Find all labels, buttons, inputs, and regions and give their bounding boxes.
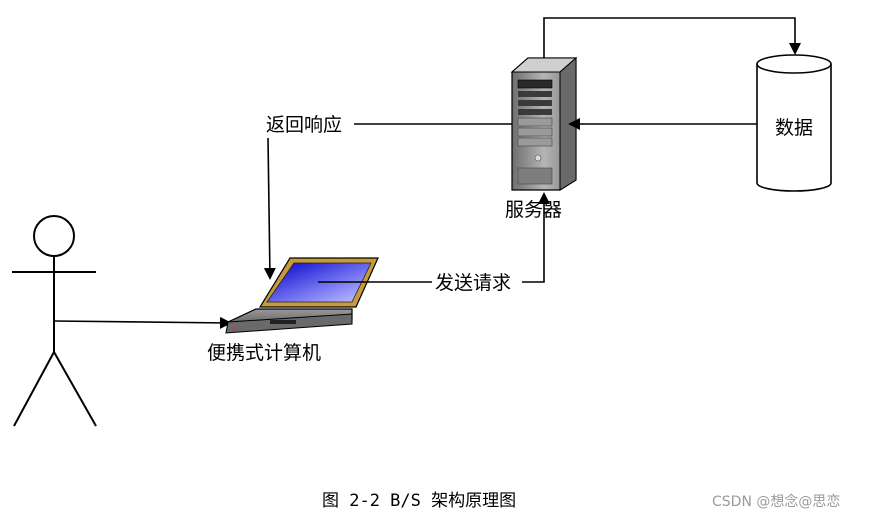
server-to-database-arrow (543, 17, 801, 58)
user-to-laptop-arrow (53, 316, 232, 329)
watermark: CSDN @想念@思恋 (712, 493, 840, 510)
label-request: 发送请求 (435, 272, 511, 294)
request-to-server-arrow (522, 192, 550, 283)
label-response: 返回响应 (266, 114, 342, 136)
response-to-laptop-arrow (263, 137, 276, 280)
label-server: 服务器 (505, 199, 562, 221)
server-icon (510, 56, 578, 191)
label-data: 数据 (775, 117, 813, 139)
label-laptop: 便携式计算机 (207, 342, 321, 364)
figure-caption: 图 2-2 B/S 架构原理图 (322, 491, 516, 511)
database-icon (756, 54, 832, 192)
laptop-icon (225, 257, 379, 334)
user-stick-figure (12, 215, 97, 427)
